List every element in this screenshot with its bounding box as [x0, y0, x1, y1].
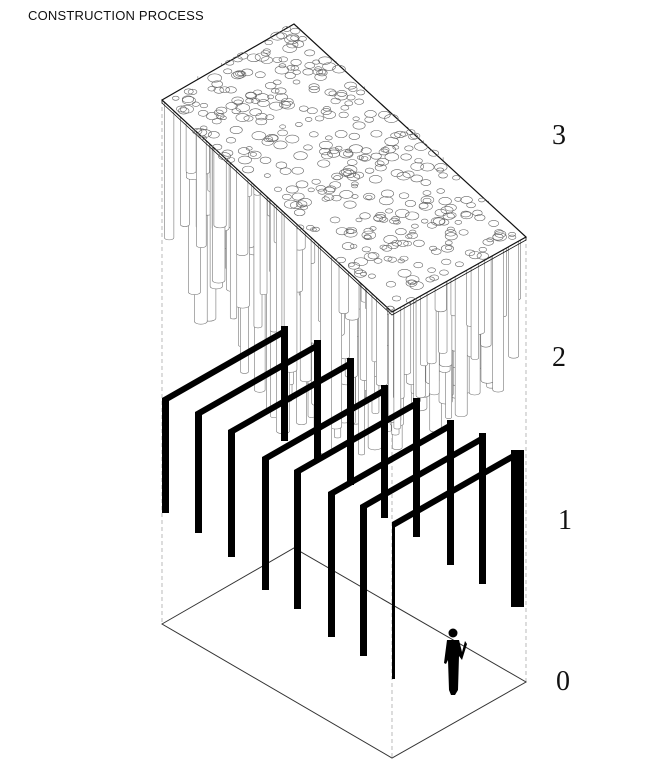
level-label-1: 1 [558, 505, 572, 536]
slab-cylinder-tops [172, 26, 517, 312]
human-figure-icon [444, 628, 467, 695]
diagram-title: CONSTRUCTION PROCESS [28, 8, 204, 23]
ground-slab [161, 547, 528, 759]
portal-frames [162, 326, 524, 679]
bounding-box-dashed [161, 100, 527, 758]
level-label-2: 2 [552, 342, 566, 373]
level-label-3: 3 [552, 120, 566, 151]
level-label-0: 0 [556, 666, 570, 697]
